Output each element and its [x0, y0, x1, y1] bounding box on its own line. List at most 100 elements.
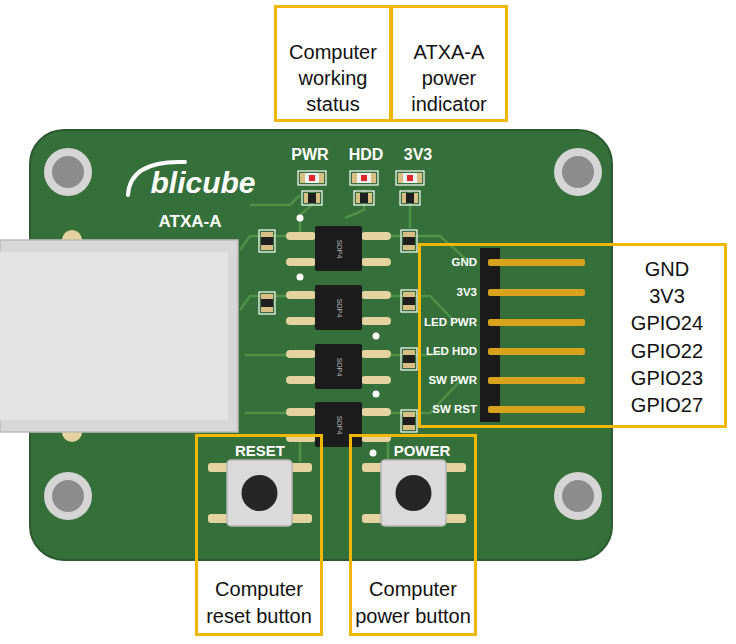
button-cap	[242, 475, 278, 511]
resistor-outline	[401, 410, 417, 432]
pad	[417, 173, 422, 183]
label-anchor: SOP4	[335, 357, 342, 376]
resistors	[259, 191, 420, 432]
chip-pad	[286, 317, 316, 325]
resistor-body	[308, 193, 316, 203]
label-anchor: blicube	[150, 168, 255, 198]
trace	[250, 195, 300, 205]
resistor-pads	[403, 232, 415, 250]
brand-logo: blicube	[150, 168, 255, 198]
mounting-hole	[44, 472, 92, 520]
resistor-outline	[354, 191, 374, 205]
resistor-pads	[403, 292, 415, 310]
led-body	[305, 173, 319, 183]
trace	[245, 412, 288, 415]
resistor-pads	[261, 232, 273, 250]
resistor-body	[261, 237, 273, 245]
pin1-dot	[297, 274, 304, 281]
pin-name: SW PWR	[428, 375, 477, 387]
pad	[300, 173, 305, 183]
sop4-chip	[315, 226, 362, 271]
board-name: ATXA-A	[159, 213, 222, 230]
label-anchor: GND	[451, 257, 477, 269]
resistor-pads	[402, 193, 418, 203]
sop4-chip	[315, 285, 362, 330]
marker-dot	[370, 450, 377, 457]
callout-text: ATXA-A power indicator	[396, 39, 502, 117]
callout-text: GND	[613, 256, 721, 283]
callout-text: GPIO24	[613, 310, 721, 337]
reset-button	[227, 460, 292, 526]
mounting-hole-inner	[52, 480, 84, 512]
chip-marking: SOP4	[335, 298, 342, 317]
button-pad	[444, 514, 466, 523]
sop4-chip	[315, 344, 362, 389]
silkscreen-led-label: 3V3	[404, 147, 432, 163]
chip-marking: SOP4	[335, 357, 342, 376]
trace	[245, 354, 288, 357]
callout-text: GPIO23	[613, 365, 721, 392]
rj45-connector	[0, 240, 238, 432]
resistor-body	[403, 417, 415, 425]
label-anchor: 3V3	[404, 147, 432, 163]
led-body	[403, 173, 417, 183]
callout-box: ATXA-A power indicator	[390, 5, 508, 122]
callout-text: GPIO27	[613, 392, 721, 419]
header-pin	[488, 289, 585, 296]
button-pad	[290, 463, 312, 472]
button-label: POWER	[394, 443, 451, 458]
resistor-body	[261, 299, 273, 307]
label-anchor: POWER	[394, 443, 451, 458]
callout-box: Computer power button	[349, 434, 477, 636]
mounting-hole-inner	[52, 156, 84, 188]
led-body	[357, 173, 371, 183]
rj45-highlight	[0, 252, 228, 420]
resistor-outline	[401, 290, 417, 312]
label-anchor: 3V3	[457, 287, 477, 299]
pin1-dot	[373, 391, 380, 398]
chip-pad	[361, 350, 391, 358]
resistor-body	[360, 193, 368, 203]
chip-pad	[286, 291, 316, 299]
pad	[398, 173, 403, 183]
resistor-pads	[356, 193, 372, 203]
chip-pad	[361, 376, 391, 384]
chip-pad	[286, 232, 316, 240]
pad	[371, 173, 376, 183]
callout-text: Computer power button	[355, 576, 471, 630]
mounting-hole-inner	[562, 156, 594, 188]
header-pin	[488, 259, 585, 266]
led-outline	[396, 171, 424, 185]
chip-pad	[286, 408, 316, 416]
resistor-pads	[403, 350, 415, 368]
chip-pad	[286, 350, 316, 358]
button-cap	[396, 475, 432, 511]
chip-pad	[286, 376, 316, 384]
resistor-outline	[401, 348, 417, 370]
header-pin	[488, 348, 585, 355]
resistor-pads	[304, 193, 320, 203]
resistor-outline	[400, 191, 420, 205]
header-body	[480, 248, 500, 422]
tactile-buttons	[208, 450, 466, 527]
silkscreen-led-label: HDD	[349, 147, 384, 163]
pad	[352, 173, 357, 183]
resistor-outline	[259, 230, 275, 252]
resistor-outline	[259, 292, 275, 314]
label-anchor: LED HDD	[426, 346, 477, 358]
label-anchor: LED PWR	[424, 317, 477, 329]
pin-name: SW RST	[432, 404, 477, 416]
callout-box: Computer working status	[274, 5, 392, 122]
label-anchor: RESET	[235, 443, 285, 458]
chip-pad	[361, 291, 391, 299]
resistor-body	[403, 297, 415, 305]
label-anchor: SOP4	[335, 415, 342, 434]
button-label: RESET	[235, 443, 285, 458]
pin-name: LED HDD	[426, 346, 477, 358]
chip-marking: SOP4	[335, 239, 342, 258]
led-chip	[309, 175, 315, 181]
resistor-pads	[261, 294, 273, 312]
resistor-pads	[403, 412, 415, 430]
